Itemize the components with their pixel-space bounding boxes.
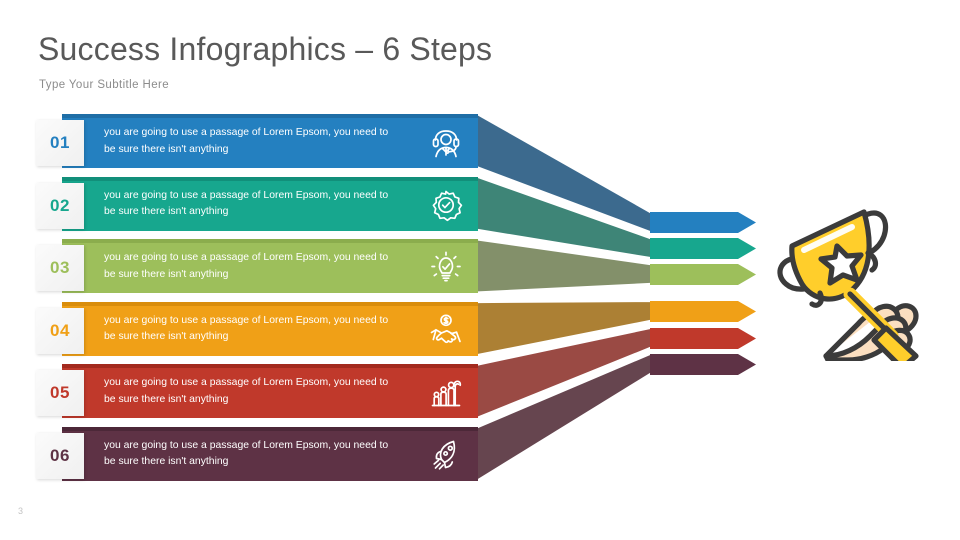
step-row[interactable]: you are going to use a passage of Lorem … bbox=[36, 176, 478, 231]
step-number: 01 bbox=[50, 133, 70, 152]
step-number-badge[interactable]: 01 bbox=[36, 120, 84, 166]
step-bar-body bbox=[62, 305, 478, 356]
step-bar-accent bbox=[62, 114, 478, 118]
handshake-money-icon bbox=[428, 312, 464, 348]
step-description: you are going to use a passage of Lorem … bbox=[104, 252, 389, 280]
step-bar[interactable] bbox=[62, 114, 478, 168]
step-bar-body bbox=[62, 368, 478, 418]
step-row[interactable]: you are going to use a passage of Lorem … bbox=[36, 301, 478, 356]
step-row[interactable]: you are going to use a passage of Lorem … bbox=[36, 426, 478, 481]
step-number: 03 bbox=[50, 258, 70, 277]
connector-ribbon bbox=[478, 302, 650, 354]
step-bar-accent bbox=[62, 364, 478, 368]
step-description: you are going to use a passage of Lorem … bbox=[104, 377, 389, 405]
step-row[interactable]: you are going to use a passage of Lorem … bbox=[36, 114, 478, 168]
step-number-badge[interactable]: 03 bbox=[36, 245, 84, 291]
step-bar-accent bbox=[62, 426, 478, 431]
step-bar[interactable] bbox=[62, 301, 478, 356]
gear-check-icon bbox=[428, 187, 464, 223]
step-bar[interactable] bbox=[62, 364, 478, 418]
arrow-step-3[interactable] bbox=[650, 263, 756, 285]
step-bar-accent bbox=[62, 301, 478, 306]
step-bar[interactable] bbox=[62, 239, 478, 293]
step-number-badge[interactable]: 06 bbox=[36, 432, 84, 479]
headset-support-icon bbox=[428, 124, 464, 160]
step-description: you are going to use a passage of Lorem … bbox=[104, 127, 389, 155]
page-title: Success Infographics – 6 Steps bbox=[38, 31, 493, 67]
step-number: 02 bbox=[50, 195, 70, 215]
connector-ribbon bbox=[478, 115, 650, 231]
step-number-badge[interactable]: 04 bbox=[36, 307, 84, 354]
step-number: 05 bbox=[50, 383, 70, 402]
step-description: you are going to use a passage of Lorem … bbox=[104, 314, 389, 343]
step-bar-body bbox=[62, 118, 478, 168]
step-number: 06 bbox=[50, 445, 70, 465]
rocket-icon bbox=[428, 437, 464, 473]
connector-ribbon bbox=[478, 240, 650, 292]
arrow-step-2[interactable] bbox=[650, 237, 756, 259]
lightbulb-check-icon bbox=[428, 249, 464, 285]
step-bar[interactable] bbox=[62, 426, 478, 481]
step-bar[interactable] bbox=[62, 176, 478, 231]
arrow-step-6[interactable] bbox=[650, 353, 756, 375]
step-bar-accent bbox=[62, 176, 478, 181]
step-description: you are going to use a passage of Lorem … bbox=[104, 439, 389, 468]
arrow-step-4[interactable] bbox=[650, 300, 756, 322]
step-bar-body bbox=[62, 180, 478, 231]
step-number-badge[interactable]: 02 bbox=[36, 182, 84, 229]
hand-holding-trophy-icon bbox=[768, 196, 928, 361]
arrow-step-5[interactable] bbox=[650, 327, 756, 349]
step-bar-body bbox=[62, 430, 478, 481]
page-number: 3 bbox=[18, 506, 24, 516]
step-row[interactable]: you are going to use a passage of Lorem … bbox=[36, 239, 478, 293]
page-subtitle: Type Your Subtitle Here bbox=[39, 79, 170, 91]
step-bar-accent bbox=[62, 239, 478, 243]
step-bar-body bbox=[62, 243, 478, 293]
growth-chart-icon bbox=[428, 374, 464, 410]
connector-ribbon bbox=[478, 355, 650, 479]
step-number-badge[interactable]: 05 bbox=[36, 370, 84, 416]
connector-ribbon bbox=[478, 178, 650, 257]
connector-ribbon bbox=[478, 329, 650, 417]
arrow-step-1[interactable] bbox=[650, 211, 756, 233]
step-number: 04 bbox=[50, 320, 70, 340]
step-row[interactable]: you are going to use a passage of Lorem … bbox=[36, 364, 478, 418]
step-description: you are going to use a passage of Lorem … bbox=[104, 189, 389, 218]
